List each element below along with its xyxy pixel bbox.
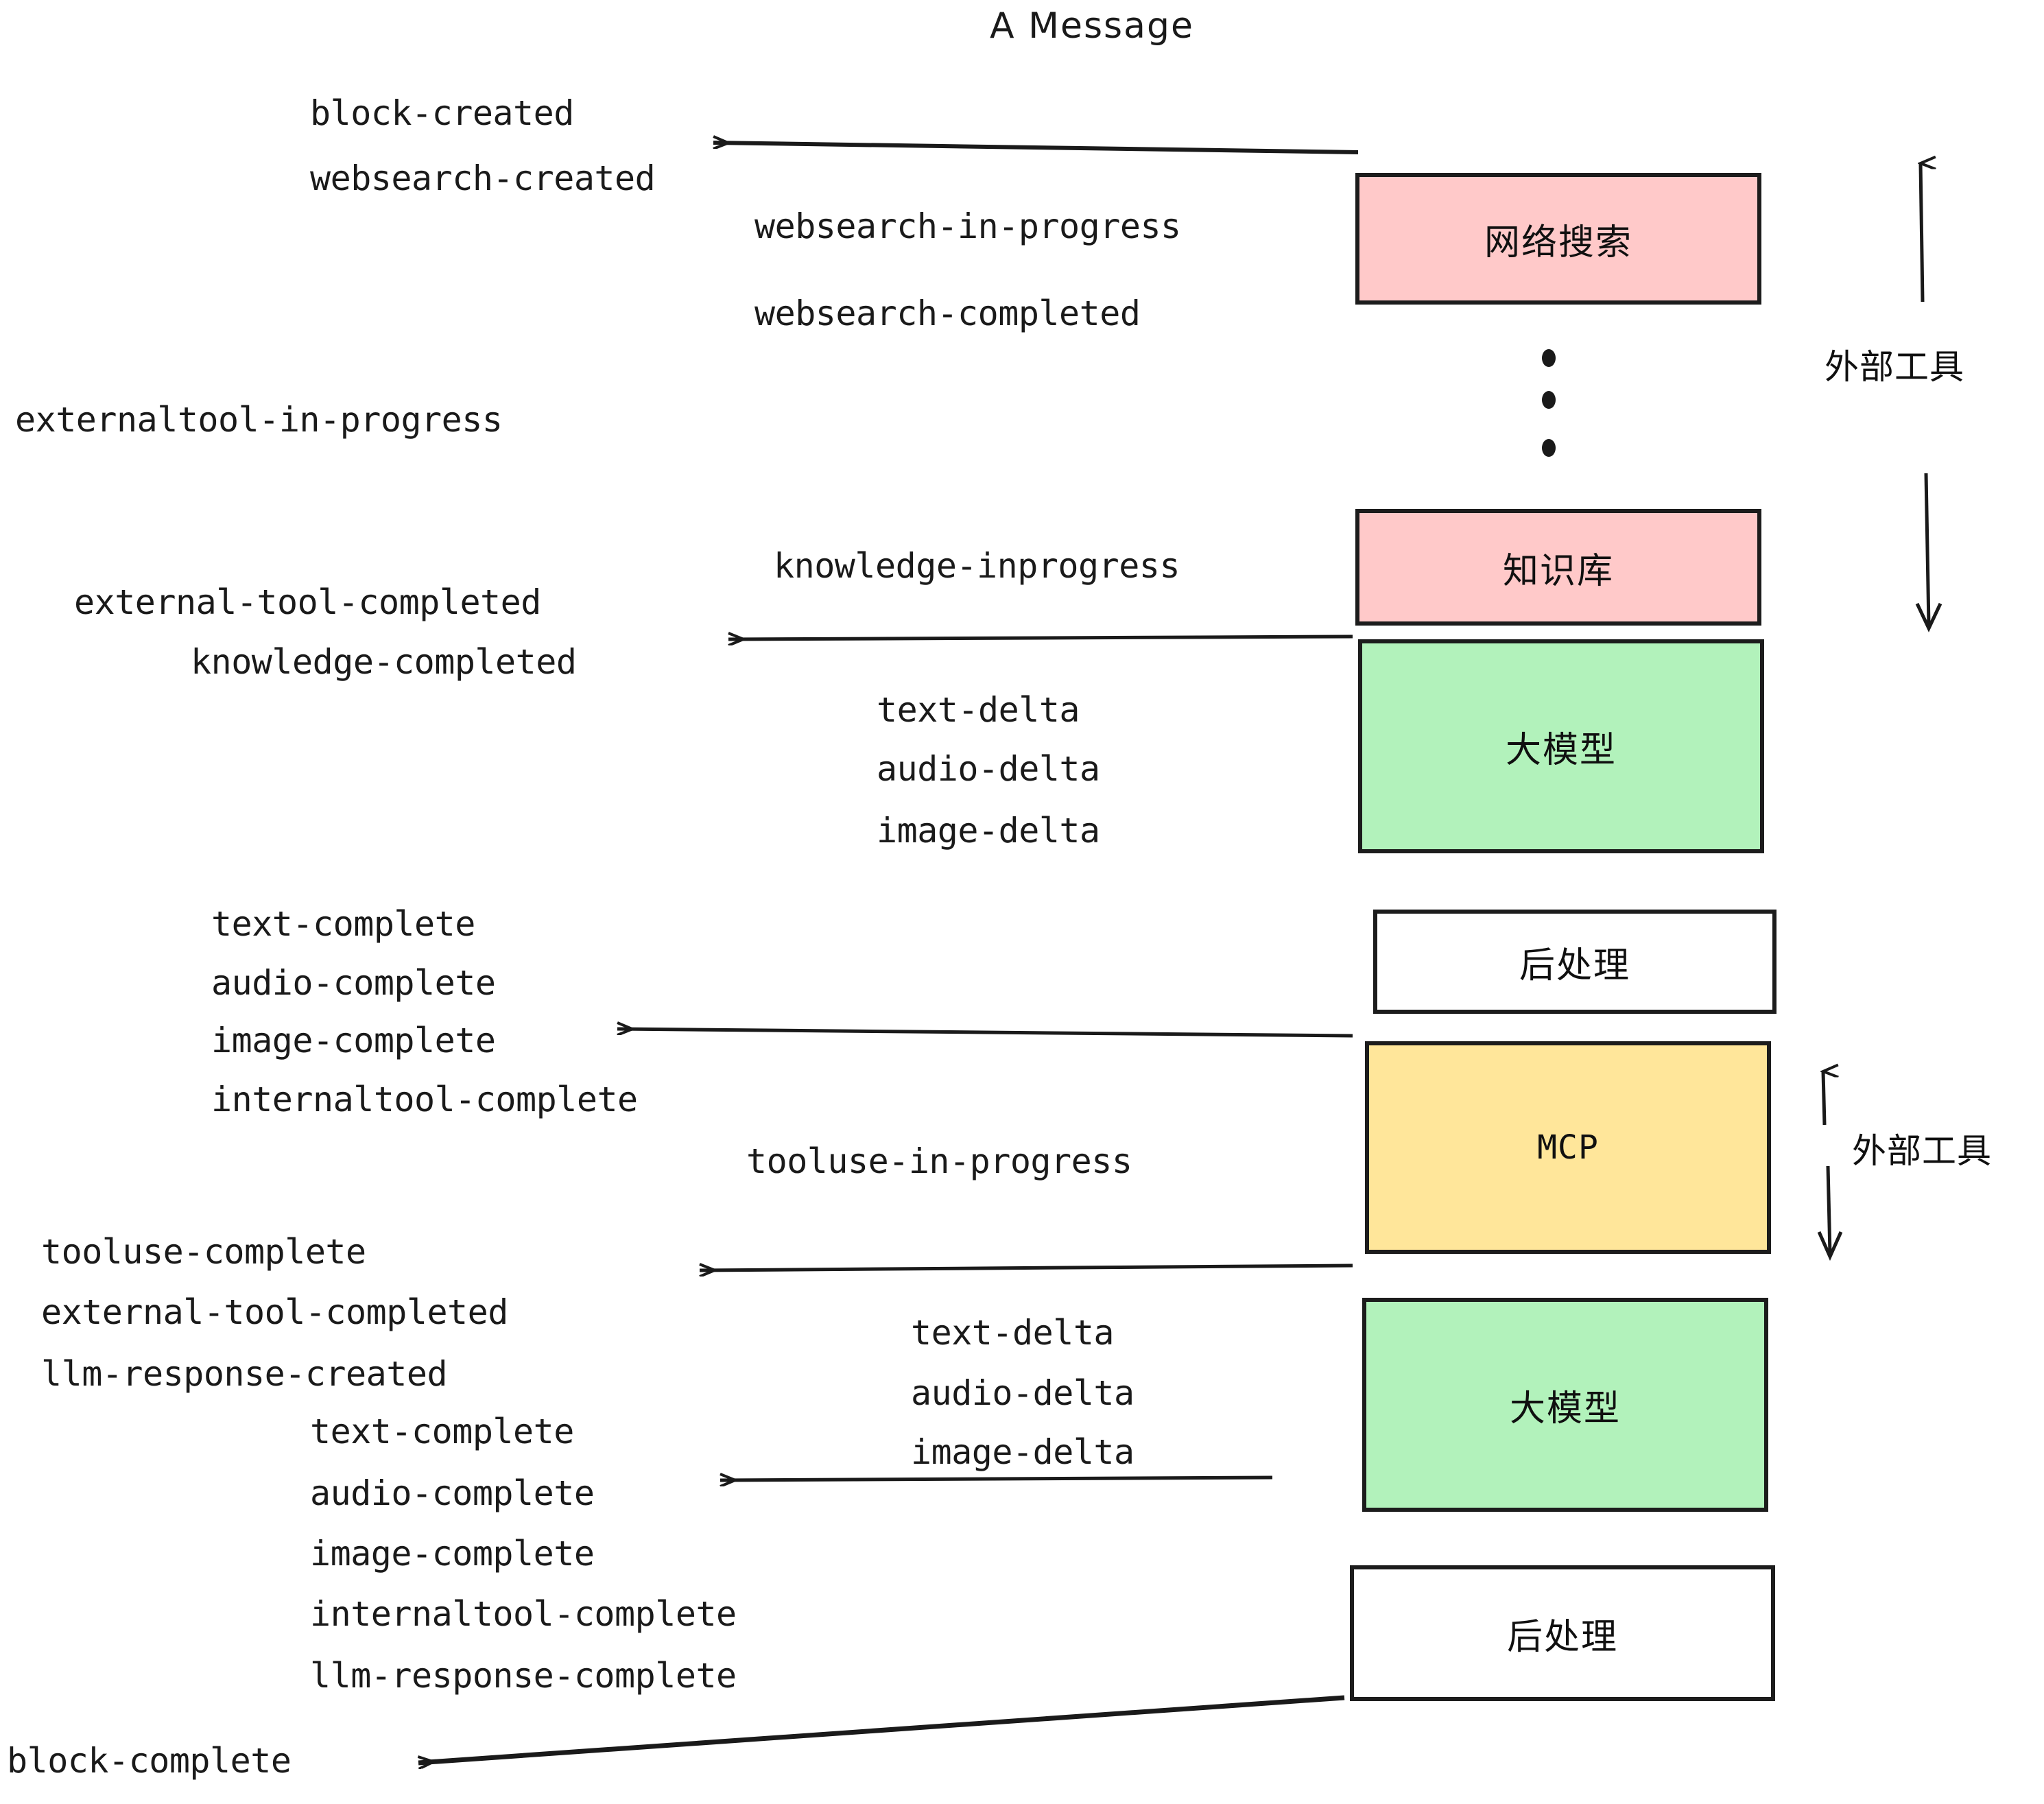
arrow-external-tools-top-down (1924, 473, 1931, 626)
event-llm-response-created: llm-response-created (41, 1354, 448, 1394)
arrow-block-complete (418, 1695, 1345, 1763)
label-external-tools-top: 外部工具 (1825, 347, 1964, 387)
box-postprocess-1[interactable]: 后处理 (1373, 910, 1776, 1014)
box-llm-2-label: 大模型 (1509, 1388, 1621, 1429)
event-knowledge-completed: knowledge-completed (191, 642, 577, 682)
box-postprocess-2[interactable]: 后处理 (1350, 1565, 1775, 1701)
box-postprocess-2-label: 后处理 (1506, 1616, 1618, 1658)
box-knowledge[interactable]: 知识库 (1355, 509, 1761, 626)
ellipsis-dot-1 (1542, 349, 1556, 367)
event-websearch-created: websearch-created (310, 158, 656, 198)
arrow-external-tools-bottom-up (1823, 1071, 1825, 1126)
event-external-tool-completed-2: external-tool-completed (41, 1292, 508, 1332)
event-audio-complete-1: audio-complete (211, 963, 496, 1003)
event-audio-delta-1: audio-delta (877, 749, 1100, 789)
arrow-websearch-created (713, 143, 1359, 154)
box-mcp-label: MCP (1537, 1128, 1599, 1167)
box-websearch-label: 网络搜索 (1484, 222, 1632, 263)
event-block-complete: block-complete (7, 1741, 292, 1781)
box-llm-2[interactable]: 大模型 (1362, 1298, 1768, 1512)
event-text-delta-2: text-delta (911, 1313, 1115, 1353)
arrow-knowledge-completed (728, 637, 1353, 639)
event-external-tool-completed-1: external-tool-completed (74, 582, 541, 622)
arrow-tooluse-complete (700, 1266, 1353, 1270)
event-block-created: block-created (310, 93, 574, 133)
box-websearch[interactable]: 网络搜索 (1355, 173, 1761, 305)
event-image-delta-2: image-delta (911, 1432, 1134, 1472)
diagram-title: A Message (990, 5, 1195, 47)
event-image-complete-2: image-complete (310, 1534, 595, 1574)
event-websearch-completed: websearch-completed (754, 294, 1141, 333)
event-audio-delta-2: audio-delta (911, 1373, 1134, 1413)
event-text-complete-1: text-complete (211, 904, 475, 944)
ellipsis-dot-3 (1542, 439, 1556, 457)
box-postprocess-1-label: 后处理 (1519, 945, 1630, 986)
box-knowledge-label: 知识库 (1502, 550, 1614, 592)
event-tooluse-complete: tooluse-complete (41, 1232, 366, 1272)
event-text-delta-1: text-delta (877, 690, 1080, 730)
event-knowledge-inprogress: knowledge-inprogress (774, 546, 1180, 586)
arrow-audio-complete (720, 1477, 1273, 1480)
box-llm-1-label: 大模型 (1505, 729, 1617, 771)
arrowhead-external-tools-bottom-down (1817, 1231, 1843, 1261)
event-internaltool-complete-2: internaltool-complete (310, 1594, 737, 1634)
ellipsis-dot-2 (1542, 391, 1556, 409)
box-mcp[interactable]: MCP (1365, 1041, 1771, 1254)
event-internaltool-complete-1: internaltool-complete (211, 1080, 638, 1119)
event-image-complete-1: image-complete (211, 1021, 496, 1060)
box-llm-1[interactable]: 大模型 (1358, 639, 1764, 853)
event-tooluse-in-progress: tooluse-in-progress (746, 1141, 1132, 1181)
label-external-tools-bottom: 外部工具 (1852, 1131, 1992, 1171)
event-externaltool-in-progress: externaltool-in-progress (15, 400, 503, 440)
arrow-image-complete (617, 1029, 1353, 1038)
event-image-delta-1: image-delta (877, 811, 1100, 851)
arrow-external-tools-top-up (1921, 163, 1923, 302)
event-websearch-in-progress: websearch-in-progress (754, 206, 1181, 246)
arrowhead-external-tools-top-down (1915, 602, 1942, 632)
arrow-external-tools-bottom-down (1826, 1165, 1832, 1255)
event-llm-response-complete: llm-response-complete (310, 1656, 737, 1696)
event-audio-complete-2: audio-complete (310, 1473, 595, 1513)
event-text-complete-2: text-complete (310, 1412, 574, 1451)
